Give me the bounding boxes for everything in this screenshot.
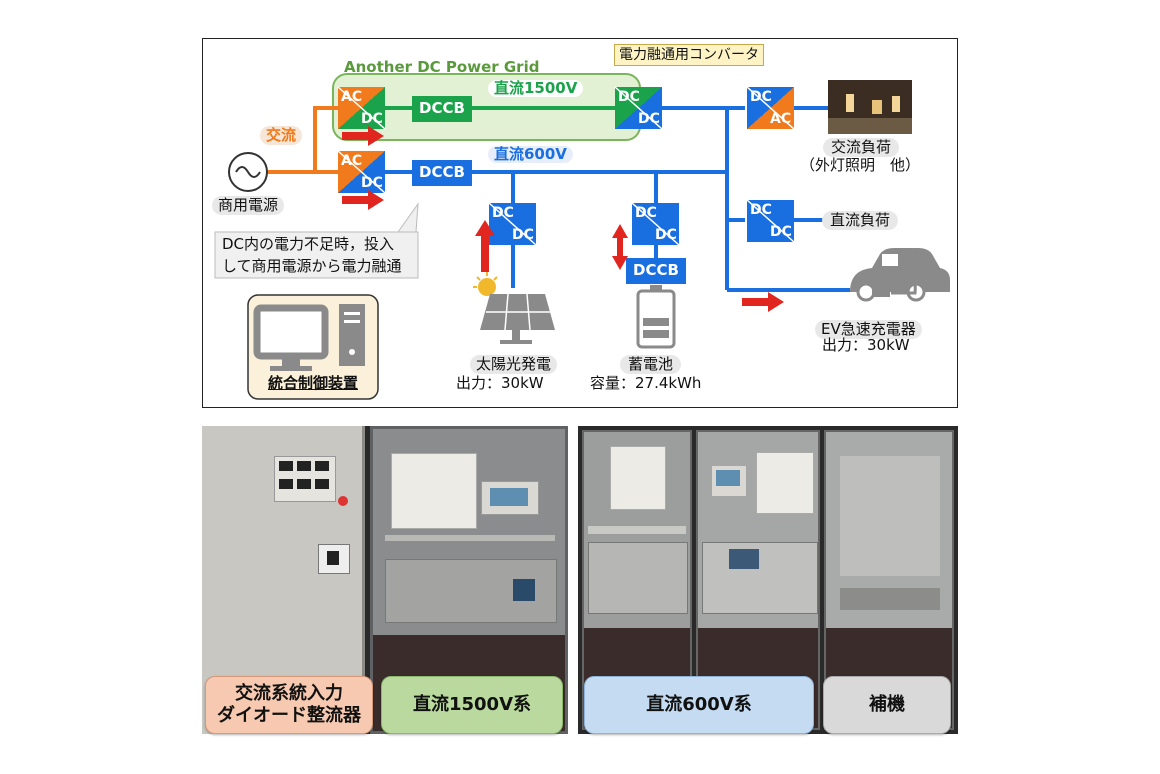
controller-pc-icon [247, 294, 379, 400]
dc-load-label: 直流負荷 [822, 211, 899, 230]
dccb-600-box [412, 160, 472, 186]
callout-line1: DC内の電力不足時，投入 [222, 235, 395, 253]
dccb-battery-box [626, 258, 686, 284]
conv5-dc-top: DC [750, 202, 772, 218]
solar-output-label: 出力：30kW [456, 374, 544, 392]
conv4-dc: DC [750, 89, 772, 105]
outdoor-lighting-photo [828, 80, 912, 134]
ev-car-icon [850, 248, 950, 302]
dccb-1500-label: DCCB [419, 99, 465, 117]
dccb-1500-box [412, 96, 472, 122]
ac-load-note: （外灯照明 他） [800, 156, 921, 174]
conv6-dc-bottom: DC [512, 227, 534, 243]
caption-dc1500: 直流1500V系 [381, 676, 563, 734]
battery-capacity-label: 容量：27.4kWh [590, 374, 702, 392]
conv2-ac: AC [341, 153, 363, 169]
solar-label: 太陽光発電 [470, 355, 558, 374]
solar-panel-icon [473, 272, 555, 344]
ac-load-label: 交流負荷 [823, 138, 900, 157]
dccb-battery-label: DCCB [633, 261, 679, 279]
conv5-dc-bottom: DC [770, 224, 792, 240]
flow-arrows [342, 126, 784, 312]
dc600-wiring [385, 106, 850, 292]
callout-bubble [214, 202, 419, 279]
conv4-ac: AC [770, 111, 792, 127]
dccb-600-label: DCCB [419, 163, 465, 181]
conv2-dc: DC [361, 175, 383, 191]
converter-note: 電力融通用コンバータ [614, 44, 764, 66]
conv3-dc-top: DC [618, 89, 640, 105]
conv6-dc-top: DC [492, 205, 514, 221]
red-indicator [338, 496, 348, 506]
meter-panel [274, 456, 336, 502]
controller-label: 統合制御装置 [267, 374, 358, 392]
conv7-dc-bottom: DC [655, 227, 677, 243]
conv3-dc-bottom: DC [638, 111, 660, 127]
dc600-label: 直流600V [488, 146, 573, 163]
utility-source-icon [228, 152, 268, 192]
conv1-ac: AC [341, 89, 363, 105]
breaker-switch [318, 544, 350, 574]
callout-line2: して商用電源から電力融通 [222, 257, 402, 275]
ac-wiring [267, 106, 338, 174]
battery-label: 蓄電池 [620, 355, 682, 374]
ac-label: 交流 [260, 126, 303, 145]
ev-charger-label: EV急速充電器 [815, 320, 922, 339]
dc1500-label: 直流1500V [488, 80, 584, 97]
utility-label: 商用電源 [212, 196, 285, 215]
battery-icon [636, 285, 676, 349]
conv1-dc: DC [361, 111, 383, 127]
grid-title: Another DC Power Grid [344, 58, 540, 76]
ev-output-label: 出力：30kW [822, 336, 910, 354]
caption-rectifier: 交流系統入力 ダイオード整流器 [205, 676, 373, 734]
caption-auxiliary: 補機 [823, 676, 951, 734]
caption-dc600: 直流600V系 [584, 676, 814, 734]
conv7-dc-top: DC [635, 205, 657, 221]
diagram-frame [202, 38, 958, 408]
